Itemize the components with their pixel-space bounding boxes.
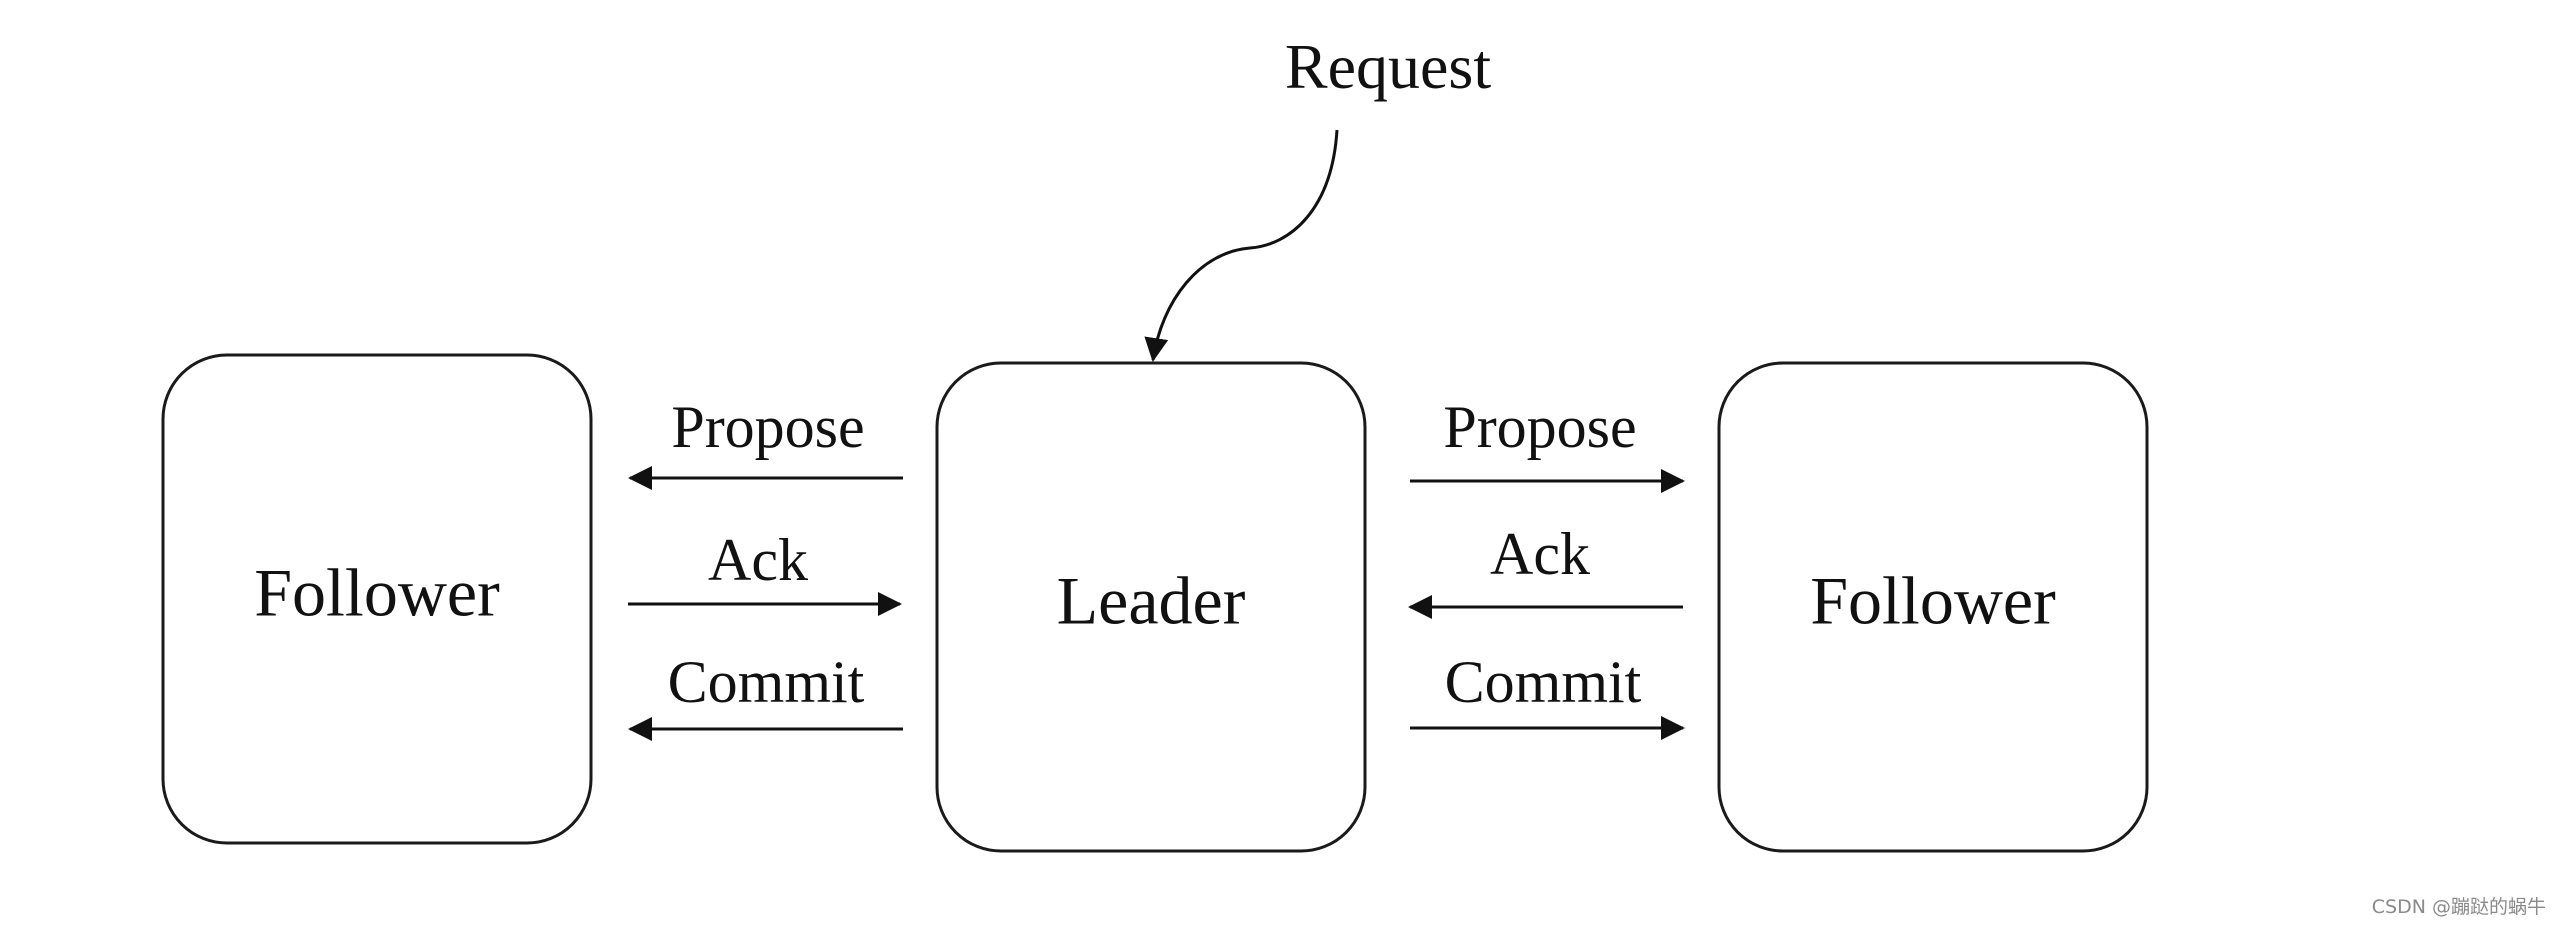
request-label: Request [1285, 31, 1491, 102]
right-ack-label: Ack [1490, 521, 1590, 587]
follower-left-box [161, 353, 593, 845]
follower-right-label: Follower [1810, 563, 2056, 639]
leader-box [935, 361, 1367, 853]
watermark: CSDN @蹦跶的蜗牛 [2371, 896, 2546, 918]
leader-node: Leader [935, 361, 1367, 853]
follower-right-node: Follower [1717, 361, 2149, 853]
left-propose-label: Propose [671, 394, 864, 460]
leader-label: Leader [1057, 563, 1246, 639]
right-propose-label: Propose [1443, 394, 1636, 460]
left-commit-label: Commit [668, 649, 865, 715]
follower-left-label: Follower [254, 555, 500, 631]
left-ack-label: Ack [708, 527, 808, 593]
right-commit-label: Commit [1445, 649, 1642, 715]
follower-left-node: Follower [161, 353, 593, 845]
request-arrow [1144, 129, 1339, 362]
follower-right-box [1717, 361, 2149, 853]
